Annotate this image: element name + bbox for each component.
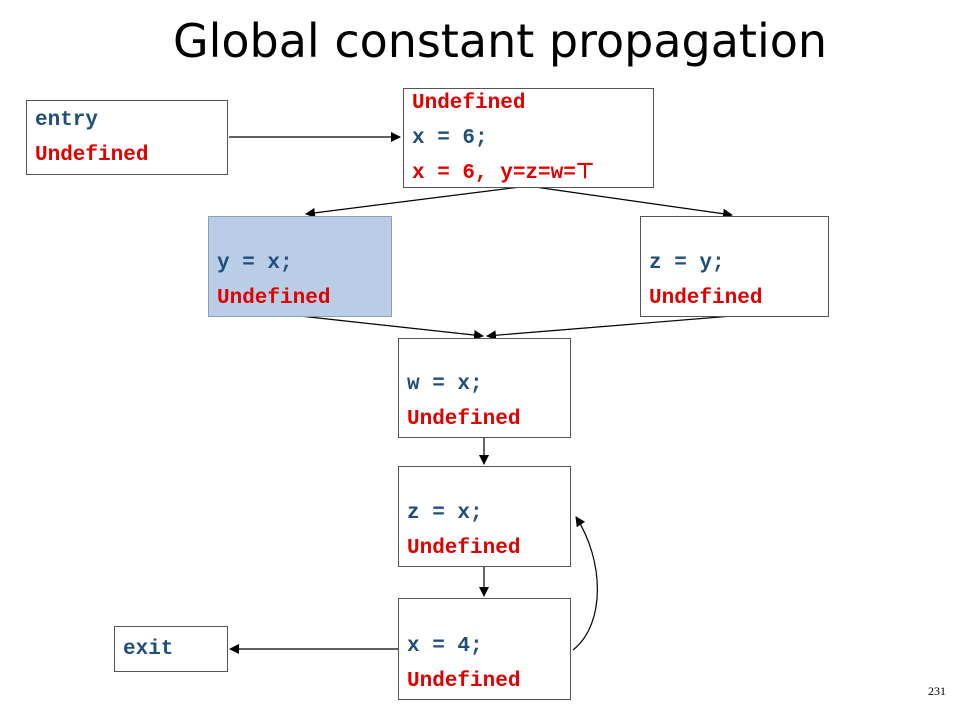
y-assign-node[interactable]: y = x; Undefined	[208, 216, 392, 317]
edge-z-assign-y-to-w-assign	[486, 315, 733, 341]
x-assign-node[interactable]: x = 4; Undefined	[398, 598, 571, 700]
edge-x-assign-back-to-z-assign-x	[572, 516, 598, 651]
edge-start-to-z-assign-y	[527, 185, 733, 219]
start-fact-out: x = 6, y=z=w=⊤	[412, 161, 595, 185]
z-assign-y-node[interactable]: z = y; Undefined	[640, 216, 829, 317]
w-assign-code: w = x;	[407, 373, 483, 396]
slide-title: Global constant propagation	[172, 14, 828, 68]
exit-node[interactable]: exit	[114, 626, 228, 672]
entry-label: entry	[35, 108, 99, 132]
exit-label: exit	[123, 637, 174, 661]
z-assign-x-code: z = x;	[407, 502, 483, 525]
edge-start-to-y-assign	[305, 185, 529, 218]
x-assign-fact: Undefined	[407, 670, 521, 693]
entry-fact: Undefined	[35, 143, 149, 167]
entry-node[interactable]: entry Undefined	[26, 100, 228, 175]
y-assign-fact: Undefined	[217, 287, 331, 310]
y-assign-code: y = x;	[217, 252, 293, 275]
start-fact-in: Undefined	[412, 91, 526, 115]
edge-y-assign-to-w-assign	[299, 315, 484, 340]
z-assign-y-code: z = y;	[649, 252, 725, 275]
z-assign-x-node[interactable]: z = x; Undefined	[398, 466, 571, 567]
x-assign-code: x = 4;	[407, 635, 483, 658]
w-assign-fact: Undefined	[407, 408, 521, 431]
start-node[interactable]: Undefined x = 6; x = 6, y=z=w=⊤	[403, 88, 654, 188]
z-assign-x-fact: Undefined	[407, 537, 521, 560]
w-assign-node[interactable]: w = x; Undefined	[398, 338, 571, 438]
page-number: 231	[928, 684, 946, 698]
start-code: x = 6;	[412, 126, 488, 150]
z-assign-y-fact: Undefined	[649, 287, 763, 310]
